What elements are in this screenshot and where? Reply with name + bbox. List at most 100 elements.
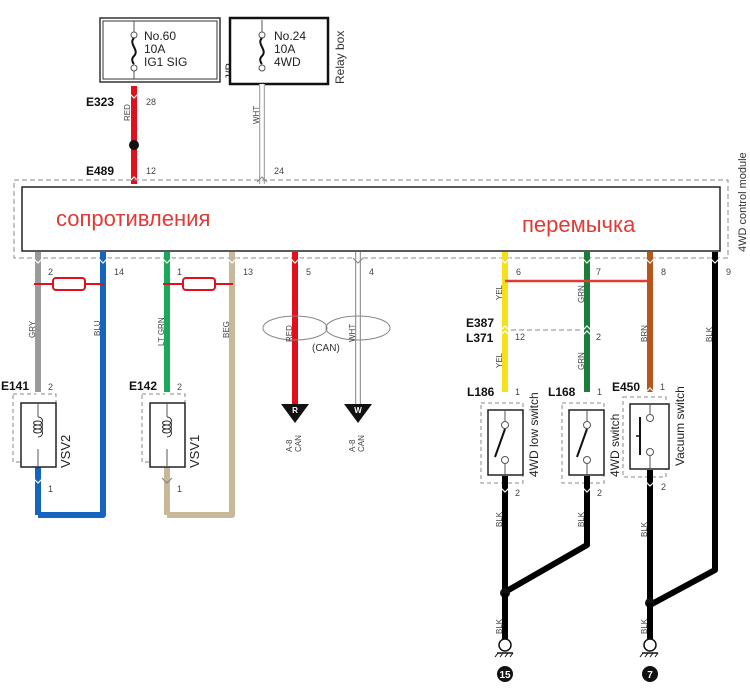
circuit-4wd-low-switch: 6 YEL E387 L371 12 YEL L186 1 2 4WD low … <box>466 252 541 590</box>
wire-label: BLK <box>705 326 714 342</box>
fuse-rating: 10A <box>144 42 165 56</box>
switch-contact-icon <box>494 428 506 458</box>
pin-13: 13 <box>243 267 253 277</box>
vsv1-label: VSV1 <box>187 435 202 468</box>
fuse-number: No.24 <box>274 29 306 43</box>
fuse-rating: 10A <box>274 42 295 56</box>
wire-label: WHT <box>252 106 261 124</box>
connector-e142: E142 <box>129 379 157 393</box>
pin-1: 1 <box>177 484 182 494</box>
fuse-circuit: IG1 SIG <box>144 55 187 69</box>
can-label: (CAN) <box>312 343 340 354</box>
pin-4: 4 <box>369 267 374 277</box>
4wd-switch-label: 4WD switch <box>608 414 622 477</box>
wire-label: YEL <box>495 284 504 300</box>
fuse-jb-no60: No.60 10A IG1 SIG J/B <box>99 17 237 83</box>
pin-9: 9 <box>726 267 731 277</box>
pin-1: 1 <box>177 267 182 277</box>
wire-label: BLK <box>577 511 586 527</box>
marker-w: W <box>354 406 362 415</box>
wire-label: BLK <box>495 618 504 634</box>
wire-label: WHT <box>348 324 357 342</box>
wire-wht-feed: WHT 24 <box>252 84 284 184</box>
can-dest-line1: A-8 <box>348 439 357 452</box>
wire-label: RED <box>123 104 132 121</box>
connector-e323: E323 <box>86 95 114 109</box>
ground-15: BLK 15 <box>494 588 514 682</box>
fuse-relay-box-no24: No.24 10A 4WD Relay box <box>228 16 347 86</box>
vsv2-label: VSV2 <box>58 435 73 468</box>
pin-8: 8 <box>661 267 666 277</box>
pin-28: 28 <box>146 97 156 107</box>
can-dest-line1: A-8 <box>285 439 294 452</box>
pin-2: 2 <box>596 332 601 342</box>
wire-label: RED <box>285 325 294 342</box>
annotation-resistors: сопротивления <box>56 206 210 231</box>
pin-1: 1 <box>660 382 665 392</box>
connector-l371: L371 <box>466 331 494 345</box>
wire-label: GRY <box>28 320 37 338</box>
pin-12: 12 <box>515 332 525 342</box>
pin-5: 5 <box>306 267 311 277</box>
vacuum-switch-label: Vacuum switch <box>673 386 687 466</box>
ground-id: 15 <box>499 670 511 681</box>
wire-label: BEG <box>222 321 231 338</box>
fuse-circuit: 4WD <box>274 55 301 69</box>
pin-12: 12 <box>146 166 156 176</box>
marker-r: R <box>292 406 298 415</box>
connector-e450: E450 <box>612 380 640 394</box>
connector-e141: E141 <box>1 379 29 393</box>
can-dest-line2: CAN <box>357 435 366 452</box>
connector-arrow-r-icon <box>281 404 309 423</box>
4wd-control-module: сопротивления перемычка 4WD control modu… <box>13 152 749 259</box>
ground-7: BLK 7 <box>639 598 659 682</box>
connector-l186: L186 <box>467 385 495 399</box>
twisted-pair-icon <box>262 315 328 341</box>
pin-2: 2 <box>177 382 182 392</box>
switch-contact-icon <box>576 428 588 458</box>
twisted-pair-icon <box>325 315 391 341</box>
circuit-vsv1: 1 13 LT GRN BEG E142 2 VSV1 1 <box>129 252 253 518</box>
circuit-vacuum-switch: 8 BRN E450 1 2 Vacuum switch BLK <box>612 252 687 608</box>
pin-2: 2 <box>48 267 53 277</box>
connector-arrow-w-icon <box>344 404 372 423</box>
wire-label: BLK <box>640 521 649 537</box>
pin-2: 2 <box>515 488 520 498</box>
pin-14: 14 <box>114 267 124 277</box>
pin-1: 1 <box>48 484 53 494</box>
pin-6: 6 <box>516 267 521 277</box>
wire-red-feed: RED E323 28 E489 12 <box>86 86 156 184</box>
resistor-icon <box>52 277 86 291</box>
circuit-blk-pin9: 9 BLK <box>648 252 731 608</box>
connector-l168: L168 <box>548 385 576 399</box>
coil-icon <box>162 416 172 438</box>
pin-2: 2 <box>597 488 602 498</box>
ground-id: 7 <box>647 670 653 681</box>
pin-2: 2 <box>48 382 53 392</box>
wire-label: GRN <box>577 285 586 303</box>
wire-label: BLK <box>640 618 649 634</box>
circuit-4wd-switch: 7 GRN 2 GRN L168 1 2 4WD switch BLK <box>503 252 622 595</box>
wire-label: YEL <box>495 352 504 368</box>
module-name: 4WD control module <box>737 152 749 252</box>
wire-label: GRN <box>577 352 586 370</box>
connector-e489: E489 <box>86 164 114 178</box>
wire-label: BLK <box>495 511 504 527</box>
pin-24: 24 <box>274 166 284 176</box>
can-dest-line2: CAN <box>294 435 303 452</box>
pin-7: 7 <box>596 267 601 277</box>
wire-label: BRN <box>640 325 649 342</box>
wire-label: BLU <box>93 320 102 336</box>
circuit-vsv2: 2 14 GRY BLU E141 2 VSV2 1 <box>1 252 124 518</box>
low-switch-label: 4WD low switch <box>527 392 541 477</box>
annotation-jumper: перемычка <box>522 212 636 237</box>
pin-1: 1 <box>515 387 520 397</box>
coil-icon <box>33 416 43 438</box>
wire-label: LT GRN <box>157 317 166 346</box>
fuse-number: No.60 <box>144 29 176 43</box>
pin-1: 1 <box>597 387 602 397</box>
resistor-icon <box>182 277 216 291</box>
relay-box-label: Relay box <box>333 31 347 84</box>
can-bus: 5 4 RED WHT (CAN) R W A-8 CAN A-8 CAN <box>262 252 391 452</box>
